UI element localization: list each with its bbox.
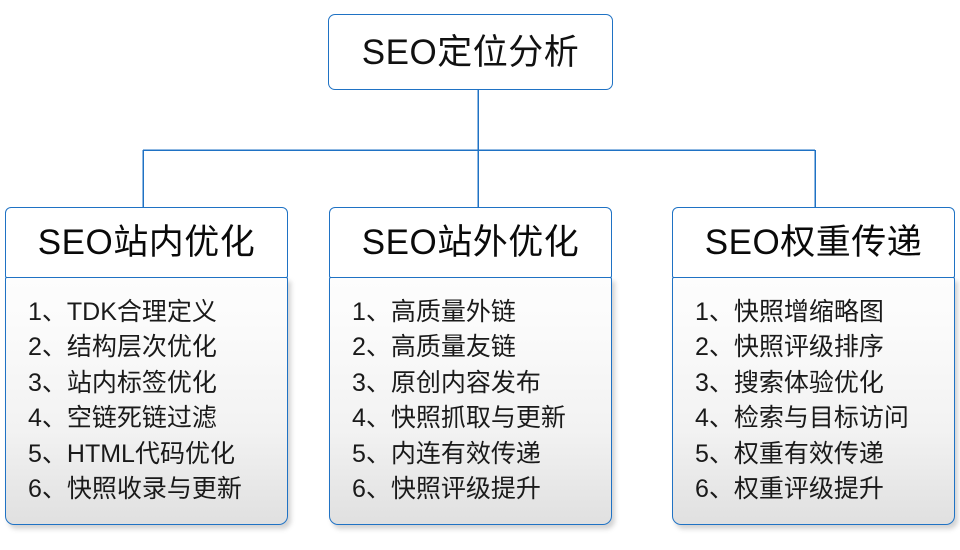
list-item-label: 搜索体验优化 xyxy=(733,368,884,397)
list-item-label: 检索与目标访问 xyxy=(733,404,909,433)
list-item-label: 原创内容发布 xyxy=(390,368,541,397)
branch-header-label-1: SEO站内优化 xyxy=(37,223,256,262)
list-item-label: TDK合理定义 xyxy=(66,297,217,326)
list-item-index: 3、 xyxy=(695,368,734,397)
branch-column-1: SEO站内优化 1、 TDK合理定义 2、 结构层次优化 3、 站内标签优化 4… xyxy=(5,207,288,525)
branch-body-2: 1、 高质量外链 2、 高质量友链 3、 原创内容发布 4、 快照抓取与更新 5… xyxy=(329,276,612,525)
list-item: 2、 快照评级排序 xyxy=(695,330,954,366)
branch-header-1[interactable]: SEO站内优化 xyxy=(5,207,288,278)
list-item: 2、 结构层次优化 xyxy=(28,330,287,366)
list-item-index: 2、 xyxy=(28,333,67,362)
branch-header-label-3: SEO权重传递 xyxy=(704,223,923,262)
branch-item-list-1: 1、 TDK合理定义 2、 结构层次优化 3、 站内标签优化 4、 空链死链过滤… xyxy=(6,295,287,508)
list-item-index: 3、 xyxy=(28,368,67,397)
list-item-label: 空链死链过滤 xyxy=(66,404,217,433)
list-item-index: 1、 xyxy=(695,297,734,326)
list-item-index: 1、 xyxy=(352,297,391,326)
list-item: 4、 检索与目标访问 xyxy=(695,401,954,437)
list-item-index: 6、 xyxy=(695,475,734,504)
list-item-label: 快照评级提升 xyxy=(390,475,541,504)
list-item-index: 5、 xyxy=(352,439,391,468)
root-node[interactable]: SEO定位分析 xyxy=(328,14,613,90)
list-item: 6、 快照评级提升 xyxy=(352,472,611,508)
branch-header-2[interactable]: SEO站外优化 xyxy=(329,207,612,278)
list-item: 5、 权重有效传递 xyxy=(695,437,954,473)
branch-column-2: SEO站外优化 1、 高质量外链 2、 高质量友链 3、 原创内容发布 4、 快 xyxy=(329,207,612,525)
list-item-label: 站内标签优化 xyxy=(66,368,217,397)
root-node-label: SEO定位分析 xyxy=(361,32,580,72)
list-item: 3、 搜索体验优化 xyxy=(695,366,954,402)
list-item-index: 6、 xyxy=(28,475,67,504)
list-item: 1、 TDK合理定义 xyxy=(28,295,287,331)
list-item-index: 2、 xyxy=(695,333,734,362)
list-item-index: 4、 xyxy=(352,404,391,433)
list-item: 4、 空链死链过滤 xyxy=(28,401,287,437)
branch-column-3: SEO权重传递 1、 快照增缩略图 2、 快照评级排序 3、 搜索体验优化 4、 xyxy=(672,207,955,525)
list-item-index: 3、 xyxy=(352,368,391,397)
list-item-index: 1、 xyxy=(28,297,67,326)
branch-body-1: 1、 TDK合理定义 2、 结构层次优化 3、 站内标签优化 4、 空链死链过滤… xyxy=(5,276,288,525)
list-item: 1、 快照增缩略图 xyxy=(695,295,954,331)
branch-header-label-2: SEO站外优化 xyxy=(361,223,580,262)
list-item-label: 快照增缩略图 xyxy=(733,297,884,326)
list-item-label: 权重评级提升 xyxy=(733,475,884,504)
list-item-label: 高质量外链 xyxy=(390,297,516,326)
list-item-index: 4、 xyxy=(28,404,67,433)
list-item-label: 快照抓取与更新 xyxy=(390,404,566,433)
list-item-label: 高质量友链 xyxy=(390,333,516,362)
list-item-label: HTML代码优化 xyxy=(66,439,235,468)
list-item-index: 2、 xyxy=(352,333,391,362)
list-item-label: 快照收录与更新 xyxy=(66,475,242,504)
list-item-index: 5、 xyxy=(695,439,734,468)
list-item: 5、 HTML代码优化 xyxy=(28,437,287,473)
list-item: 1、 高质量外链 xyxy=(352,295,611,331)
branch-header-3[interactable]: SEO权重传递 xyxy=(672,207,955,278)
list-item-index: 5、 xyxy=(28,439,67,468)
list-item: 5、 内连有效传递 xyxy=(352,437,611,473)
list-item: 6、 权重评级提升 xyxy=(695,472,954,508)
list-item: 3、 原创内容发布 xyxy=(352,366,611,402)
branch-body-3: 1、 快照增缩略图 2、 快照评级排序 3、 搜索体验优化 4、 检索与目标访问… xyxy=(672,276,955,525)
list-item: 3、 站内标签优化 xyxy=(28,366,287,402)
list-item-label: 内连有效传递 xyxy=(390,439,541,468)
list-item-label: 结构层次优化 xyxy=(66,333,217,362)
list-item-label: 快照评级排序 xyxy=(733,333,884,362)
list-item: 2、 高质量友链 xyxy=(352,330,611,366)
list-item-index: 6、 xyxy=(352,475,391,504)
list-item: 6、 快照收录与更新 xyxy=(28,472,287,508)
branch-item-list-2: 1、 高质量外链 2、 高质量友链 3、 原创内容发布 4、 快照抓取与更新 5… xyxy=(330,295,611,508)
list-item-label: 权重有效传递 xyxy=(733,439,884,468)
list-item-index: 4、 xyxy=(695,404,734,433)
list-item: 4、 快照抓取与更新 xyxy=(352,401,611,437)
branch-item-list-3: 1、 快照增缩略图 2、 快照评级排序 3、 搜索体验优化 4、 检索与目标访问… xyxy=(673,295,954,508)
